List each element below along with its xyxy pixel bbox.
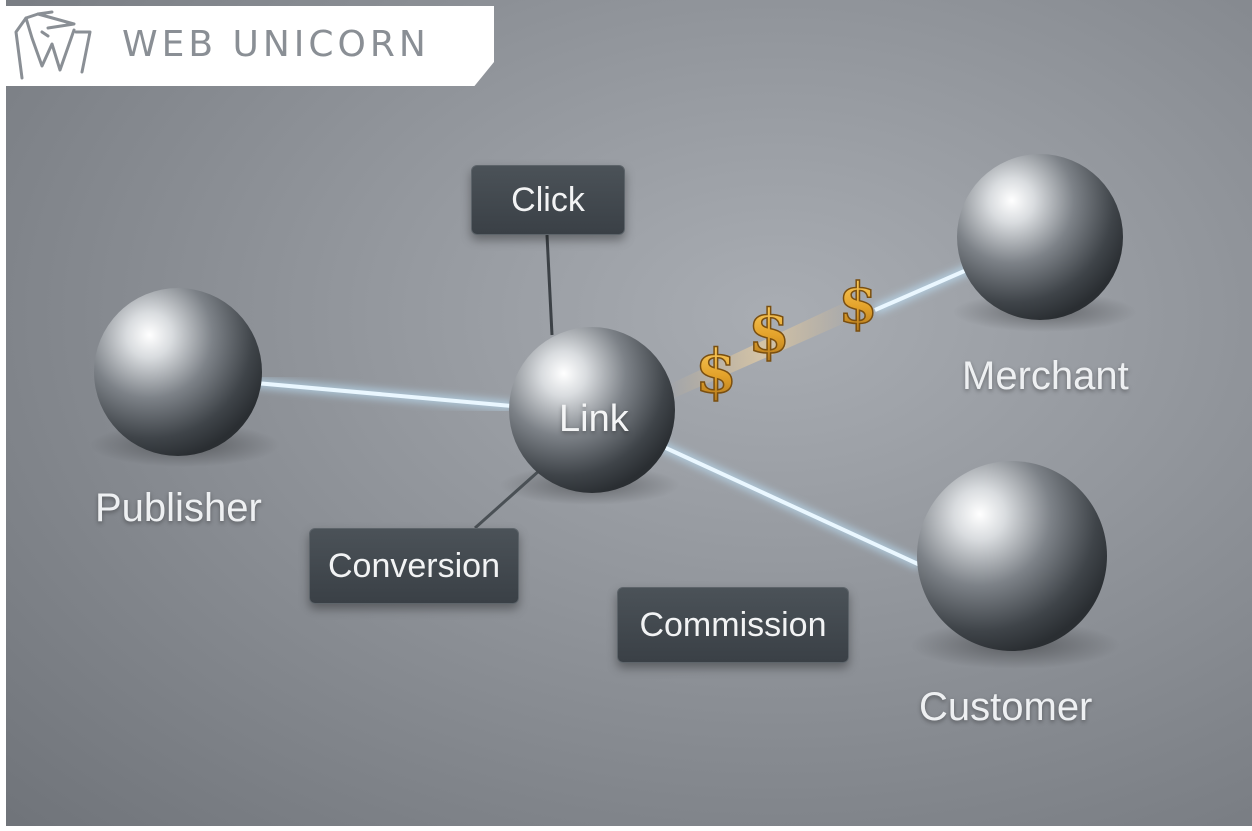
money-flow-trail (668, 300, 856, 398)
dollar-sign-3: $ (839, 271, 878, 337)
customer-sphere (917, 461, 1107, 651)
commission-tag: Commission (617, 587, 849, 663)
logo-banner: WEB UNICORN (6, 6, 494, 86)
conversion-tag: Conversion (309, 528, 519, 604)
connector-publisher-link (244, 377, 513, 411)
customer-label: Customer (919, 685, 1093, 729)
click-tag: Click (471, 165, 625, 235)
publisher-sphere (94, 288, 262, 456)
dollar-sign-1: $ (695, 337, 737, 407)
link-label: Link (559, 398, 629, 440)
publisher-label: Publisher (95, 486, 262, 530)
unicorn-head-icon (14, 10, 92, 80)
logo-wordmark: WEB UNICORN (122, 24, 430, 65)
connector-link-customer (652, 438, 923, 570)
merchant-label: Merchant (962, 354, 1129, 398)
link-sphere (509, 327, 675, 493)
frame-border-bottom (0, 826, 1252, 831)
click-pointer-line (545, 234, 554, 336)
merchant-sphere (957, 154, 1123, 320)
frame-border-left (0, 0, 6, 831)
dollar-sign-2: $ (748, 297, 790, 367)
conversion-pointer-line (474, 468, 541, 530)
